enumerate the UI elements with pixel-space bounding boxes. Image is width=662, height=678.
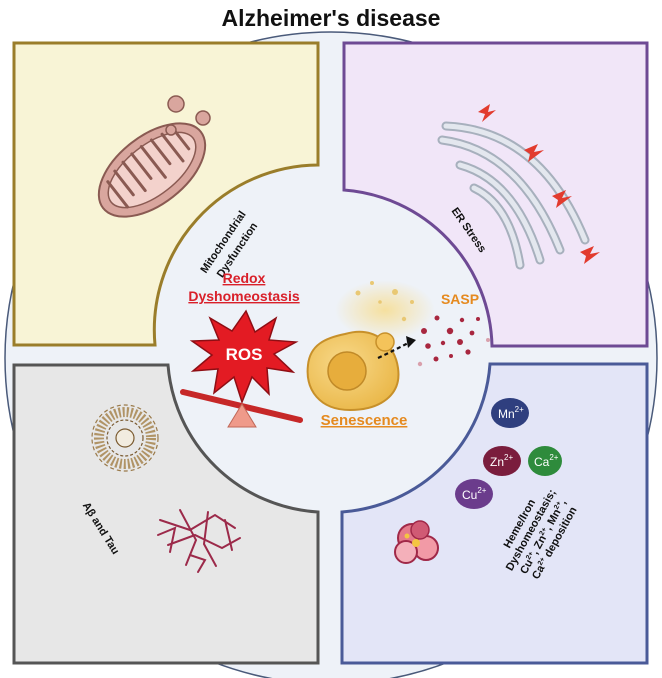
quadrant-metals	[340, 362, 649, 665]
sasp-dots	[355, 281, 414, 322]
ion-ca-symbol: Ca	[534, 455, 550, 469]
ion-cu: Cu2+	[455, 479, 493, 509]
quadrant-abeta-tau	[12, 363, 320, 665]
sasp-label: SASP	[441, 291, 479, 307]
ion-mn-charge: 2+	[515, 405, 524, 414]
senescence-label: Senescence	[321, 412, 408, 429]
seesaw-fulcrum	[227, 403, 257, 428]
ion-mn: Mn2+	[491, 398, 529, 428]
svg-text:Mn2+: Mn2+	[498, 405, 524, 421]
ion-cu-symbol: Cu	[462, 488, 477, 502]
ion-ca-charge: 2+	[549, 453, 558, 462]
ion-cu-charge: 2+	[477, 486, 486, 495]
ros-label: ROS	[226, 345, 263, 364]
redox-label-line1: Redox	[223, 270, 266, 286]
svg-text:Zn2+: Zn2+	[490, 453, 513, 469]
senescent-cell-icon	[306, 330, 400, 412]
heme-protein-icon	[394, 520, 439, 564]
ion-ca: Ca2+	[528, 446, 562, 476]
svg-text:Cu2+: Cu2+	[462, 486, 487, 502]
mito-fragment-3	[165, 124, 177, 136]
ion-mn-symbol: Mn	[498, 407, 515, 421]
ion-zn-symbol: Zn	[490, 455, 504, 469]
quadrant-er-stress	[342, 41, 649, 348]
tau-tangle-icon	[157, 509, 241, 573]
lightning-bolt-icons	[478, 104, 600, 264]
svg-text:Ca2+: Ca2+	[534, 453, 559, 469]
sasp-particles	[417, 315, 490, 367]
amyloid-plaque-icon	[91, 404, 159, 472]
sasp-cloud	[335, 280, 435, 340]
diagram-title: Alzheimer's disease	[221, 5, 441, 31]
ros-burst-icon	[189, 309, 299, 405]
mitochondrion-icon	[97, 122, 207, 218]
ion-zn: Zn2+	[483, 446, 521, 476]
sasp-arrow	[377, 341, 411, 359]
redox-label-line2: Dyshomeostasis	[188, 288, 299, 304]
mito-fragment-1	[167, 95, 185, 113]
mito-fragment-2	[195, 110, 211, 126]
ion-zn-charge: 2+	[504, 453, 513, 462]
